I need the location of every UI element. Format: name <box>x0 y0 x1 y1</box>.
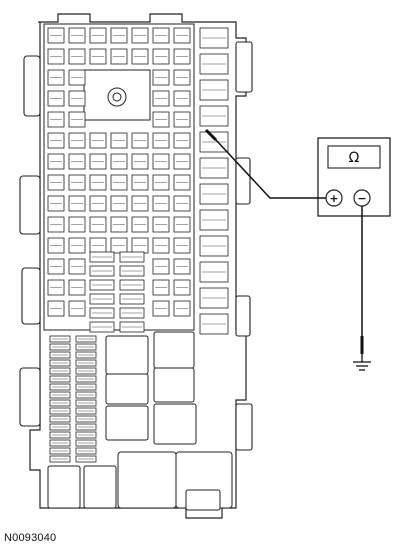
probe-leads <box>204 128 364 354</box>
meter-negative-label: − <box>357 192 366 205</box>
large-relays <box>47 331 233 511</box>
lower-fuse-array <box>49 251 145 463</box>
figure-reference-code: N0093040 <box>4 532 57 544</box>
relay-column <box>199 27 229 335</box>
positive-probe-lead <box>215 139 326 199</box>
multimeter: Ω + − <box>317 137 391 217</box>
positive-probe-tip <box>204 128 218 142</box>
meter-positive-label: + <box>329 192 338 205</box>
meter-display-symbol: Ω <box>349 150 360 166</box>
mini-fuse-array <box>47 27 191 317</box>
meter-display <box>327 145 381 169</box>
left-mounting-tabs <box>19 55 41 427</box>
right-mounting-tabs <box>235 41 253 451</box>
ground-icon <box>353 354 371 371</box>
